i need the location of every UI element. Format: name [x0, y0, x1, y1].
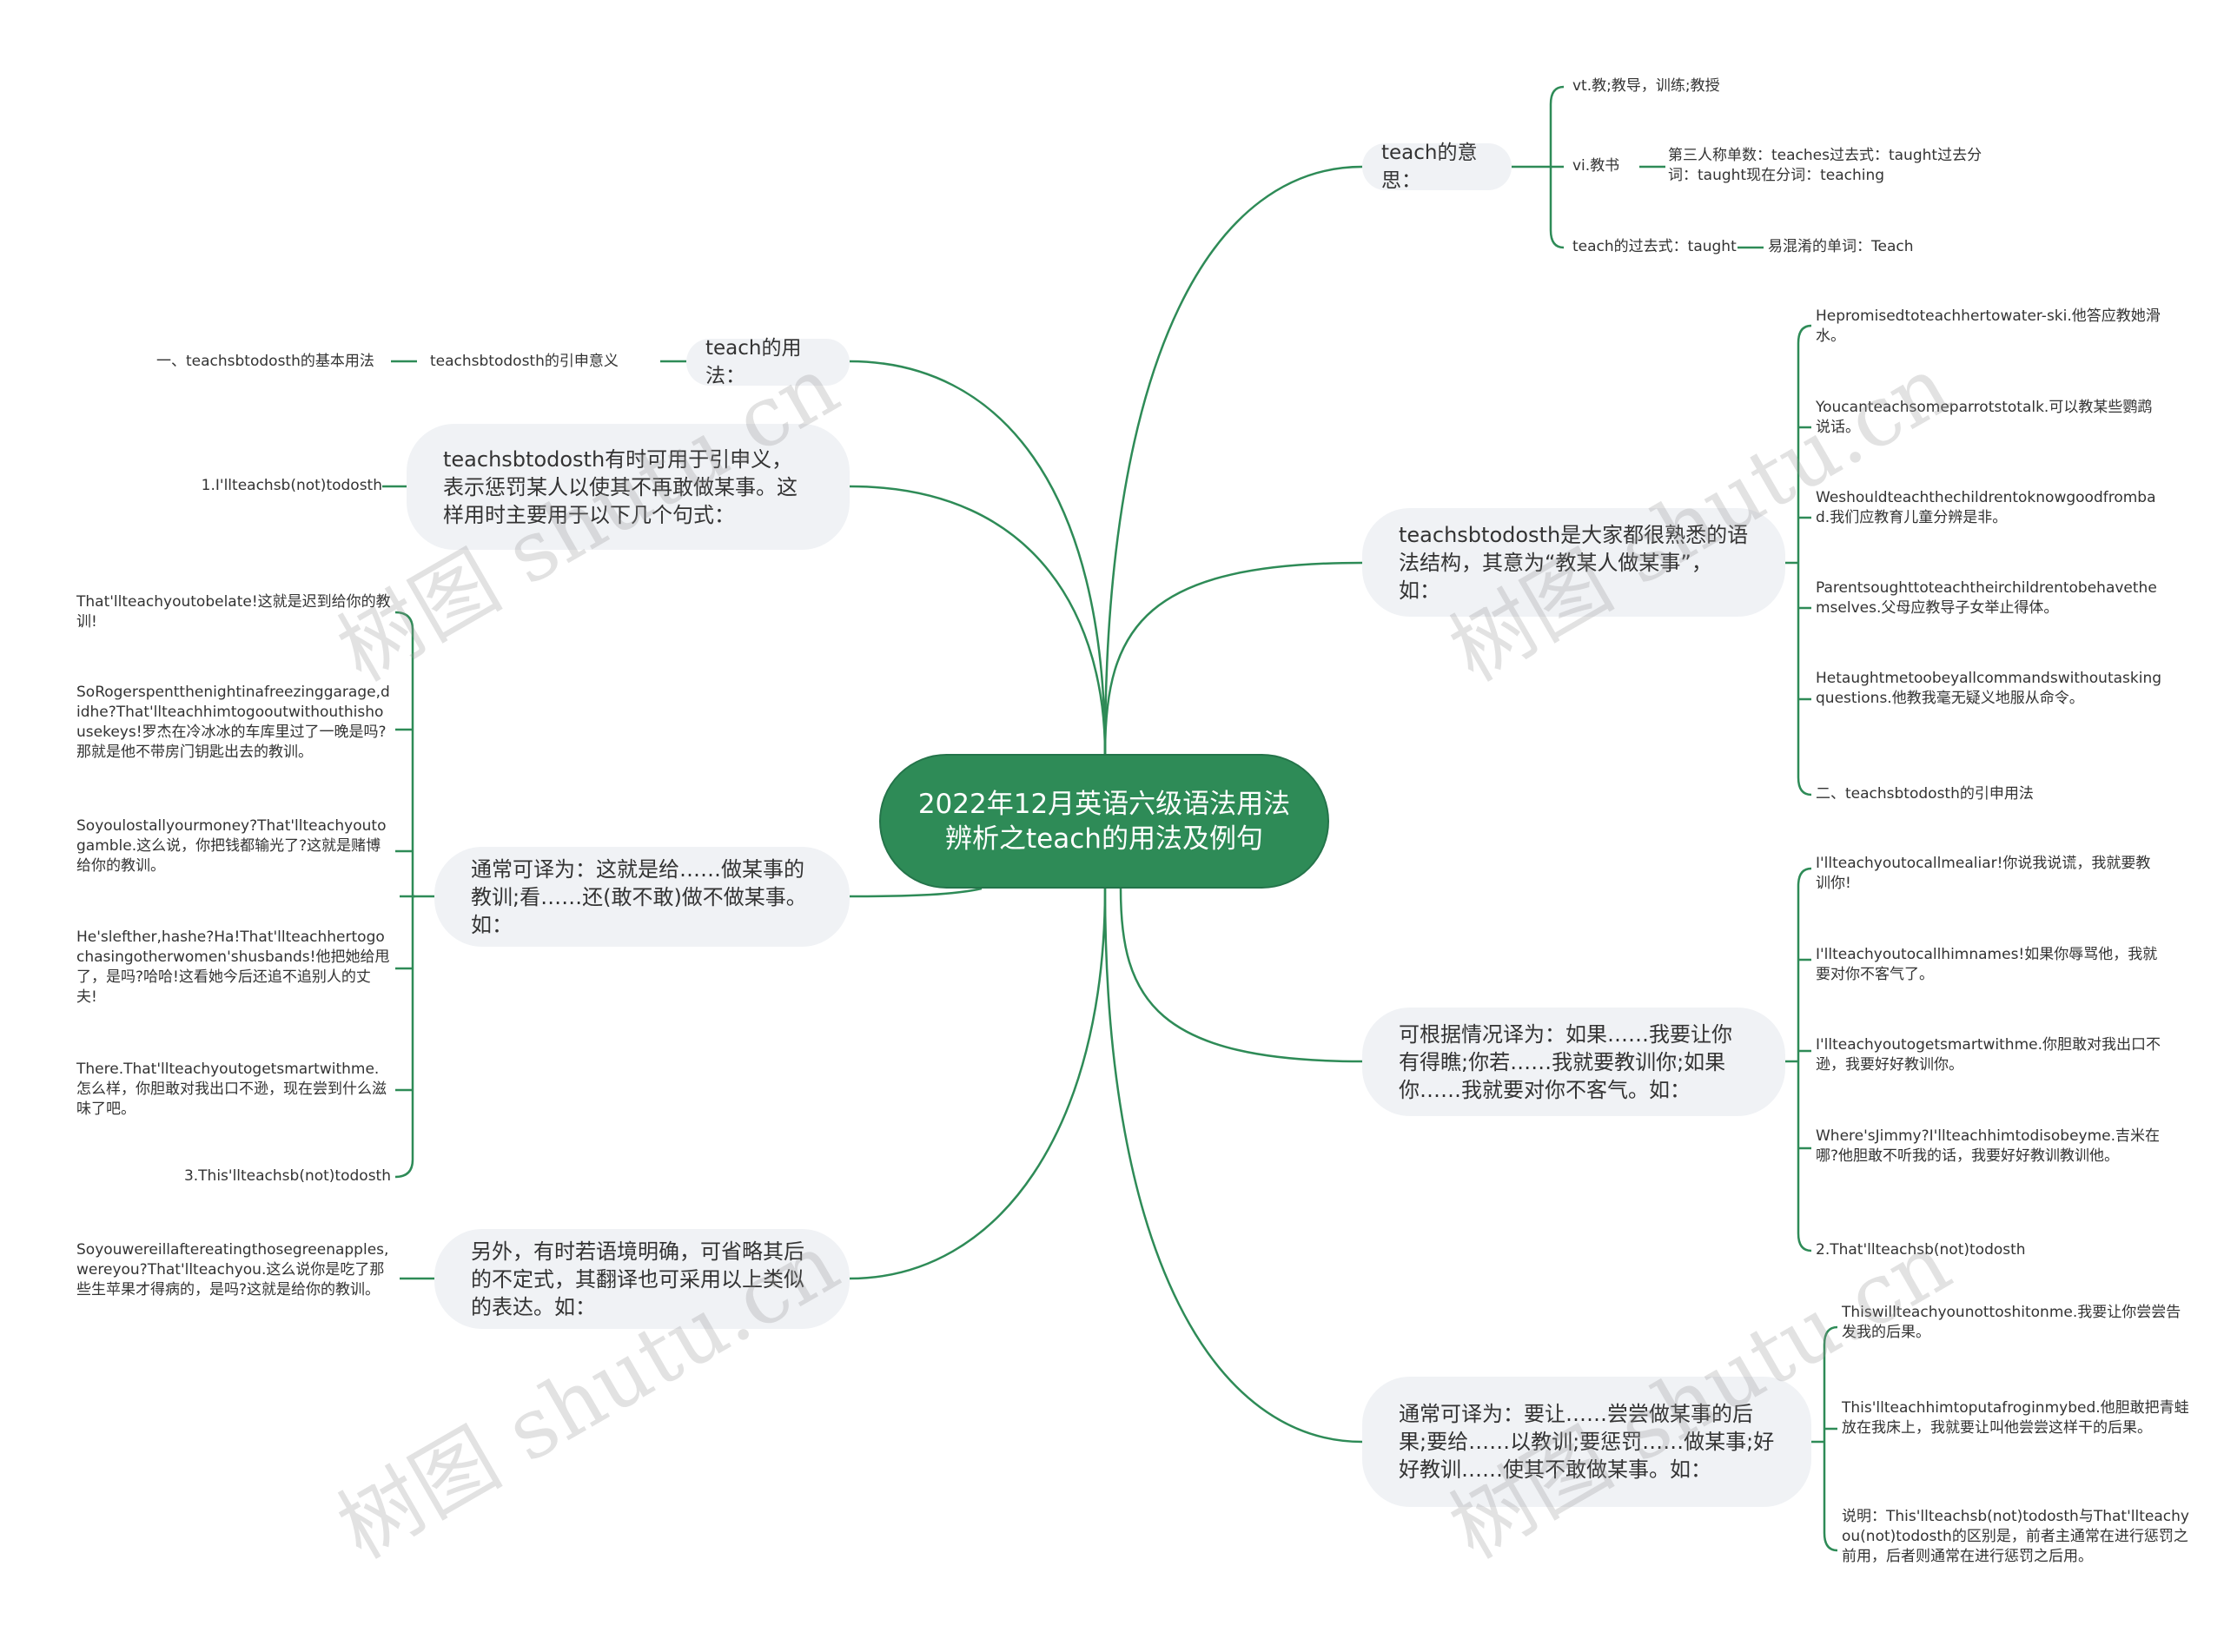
example-translate3-4[interactable]: He'slefther,hashe?Ha!That'llteachhertogo… — [76, 928, 390, 1006]
example-translate3-1[interactable]: That'llteachyoutobelate!这就是迟到给你的教训! — [76, 593, 391, 631]
example-translate2-2[interactable]: This'llteachhimtoputafroginmybed.他胆敢把青蛙放… — [1842, 1399, 2189, 1437]
example-structure-3[interactable]: Weshouldteachthechildrentoknowgoodfromba… — [1816, 489, 2156, 526]
leaf-vi[interactable]: vi.教书 — [1572, 157, 1620, 175]
example-translate2-1[interactable]: Thiswillteachyounottoshitonme.我要让你尝尝告发我的… — [1842, 1304, 2181, 1341]
leaf-vi-detail[interactable]: 第三人称单数：teaches过去式：taught过去分词：taught现在分词：… — [1668, 147, 1982, 184]
heading-i-will-teach[interactable]: 1.I'llteachsb(not)todosth — [201, 477, 382, 494]
edge-root-structure — [1103, 561, 1363, 755]
example-translate3-3[interactable]: Soyoulostallyourmoney?That'llteachyoutog… — [76, 817, 387, 875]
root-topic[interactable]: 2022年12月英语六级语法用法辨析之teach的用法及例句 — [879, 754, 1329, 889]
node-translate-3[interactable]: 通常可译为：这就是给……做某事的教训;看……还(敢不敢)做不做某事。如： — [434, 847, 850, 947]
node-teach-meaning[interactable]: teach的意思： — [1362, 142, 1512, 192]
heading-this-will-teach[interactable]: 3.This'llteachsb(not)todosth — [183, 1167, 391, 1185]
edge-root-punish — [849, 485, 1107, 755]
example-structure-4[interactable]: Parentsoughttoteachtheirchildrentobehave… — [1816, 579, 2157, 617]
leaf-vt[interactable]: vt.教;教导，训练;教授 — [1572, 77, 1720, 95]
example-structure-1[interactable]: Hepromisedtoteachhertowater-ski.他答应教她滑水。 — [1816, 307, 2161, 345]
node-translate-1[interactable]: 可根据情况译为：如果……我要让你有得瞧;你若……我就要教训你;如果你……我就要对… — [1362, 1008, 1785, 1116]
leaf-extended-meaning[interactable]: teachsbtodosth的引申意义 — [430, 353, 619, 370]
example-translate3-2[interactable]: SoRogerspentthenightinafreezinggarage,di… — [76, 684, 390, 761]
example-translate3-5[interactable]: There.That'llteachyoutogetsmartwithme.怎么… — [76, 1061, 387, 1118]
example-structure-2[interactable]: Youcanteachsomeparrotstotalk.可以教某些鹦鹉说话。 — [1816, 399, 2153, 436]
edge-root-meaning — [1103, 165, 1363, 755]
node-omit-infinitive[interactable]: 另外，有时若语境明确，可省略其后的不定式，其翻译也可采用以上类似的表达。如： — [434, 1229, 850, 1329]
example-structure-5[interactable]: Hetaughtmetoobeyallcommandswithoutasking… — [1816, 670, 2162, 707]
edge-root-translate2 — [1103, 888, 1363, 1444]
node-translate-2[interactable]: 通常可译为：要让……尝尝做某事的后果;要给……以教训;要惩罚……做某事;好好教训… — [1362, 1377, 1811, 1507]
edge-root-usage — [849, 360, 1107, 755]
edge-root-omit — [849, 888, 1107, 1280]
leaf-confuse[interactable]: 易混淆的单词：Teach — [1768, 238, 1914, 255]
heading-extended-usage[interactable]: 二、teachsbtodosth的引申用法 — [1816, 785, 2034, 803]
example-translate1-4[interactable]: Where'sJimmy?I'llteachhimtodisobeyme.吉米在… — [1816, 1127, 2161, 1165]
example-translate1-3[interactable]: I'llteachyoutogetsmartwithme.你胆敢对我出口不逊，我… — [1816, 1036, 2161, 1074]
example-translate1-2[interactable]: I'llteachyoutocallhimnames!如果你辱骂他，我就要对你不… — [1816, 946, 2158, 983]
example-translate1-1[interactable]: I'llteachyoutocallmealiar!你说我说谎，我就要教训你! — [1816, 855, 2151, 892]
node-punish-meaning[interactable]: teachsbtodosth有时可用于引申义，表示惩罚某人以使其不再敢做某事。这… — [407, 424, 850, 550]
heading-that-will-teach[interactable]: 2.That'llteachsb(not)todosth — [1816, 1241, 2026, 1259]
node-structure[interactable]: teachsbtodosth是大家都很熟悉的语法结构，其意为“教某人做某事”，如… — [1362, 508, 1785, 617]
node-teach-usage[interactable]: teach的用法： — [686, 337, 850, 387]
leaf-basic-usage[interactable]: 一、teachsbtodosth的基本用法 — [156, 353, 374, 370]
edge-root-translate3 — [849, 887, 983, 898]
edge-root-translate1 — [1119, 888, 1363, 1063]
leaf-past[interactable]: teach的过去式：taught — [1572, 238, 1737, 255]
example-omit-1[interactable]: Soyouwereillaftereatingthosegreenapples,… — [76, 1241, 389, 1298]
note-difference[interactable]: 说明：This'llteachsb(not)todosth与That'lltea… — [1842, 1508, 2189, 1565]
